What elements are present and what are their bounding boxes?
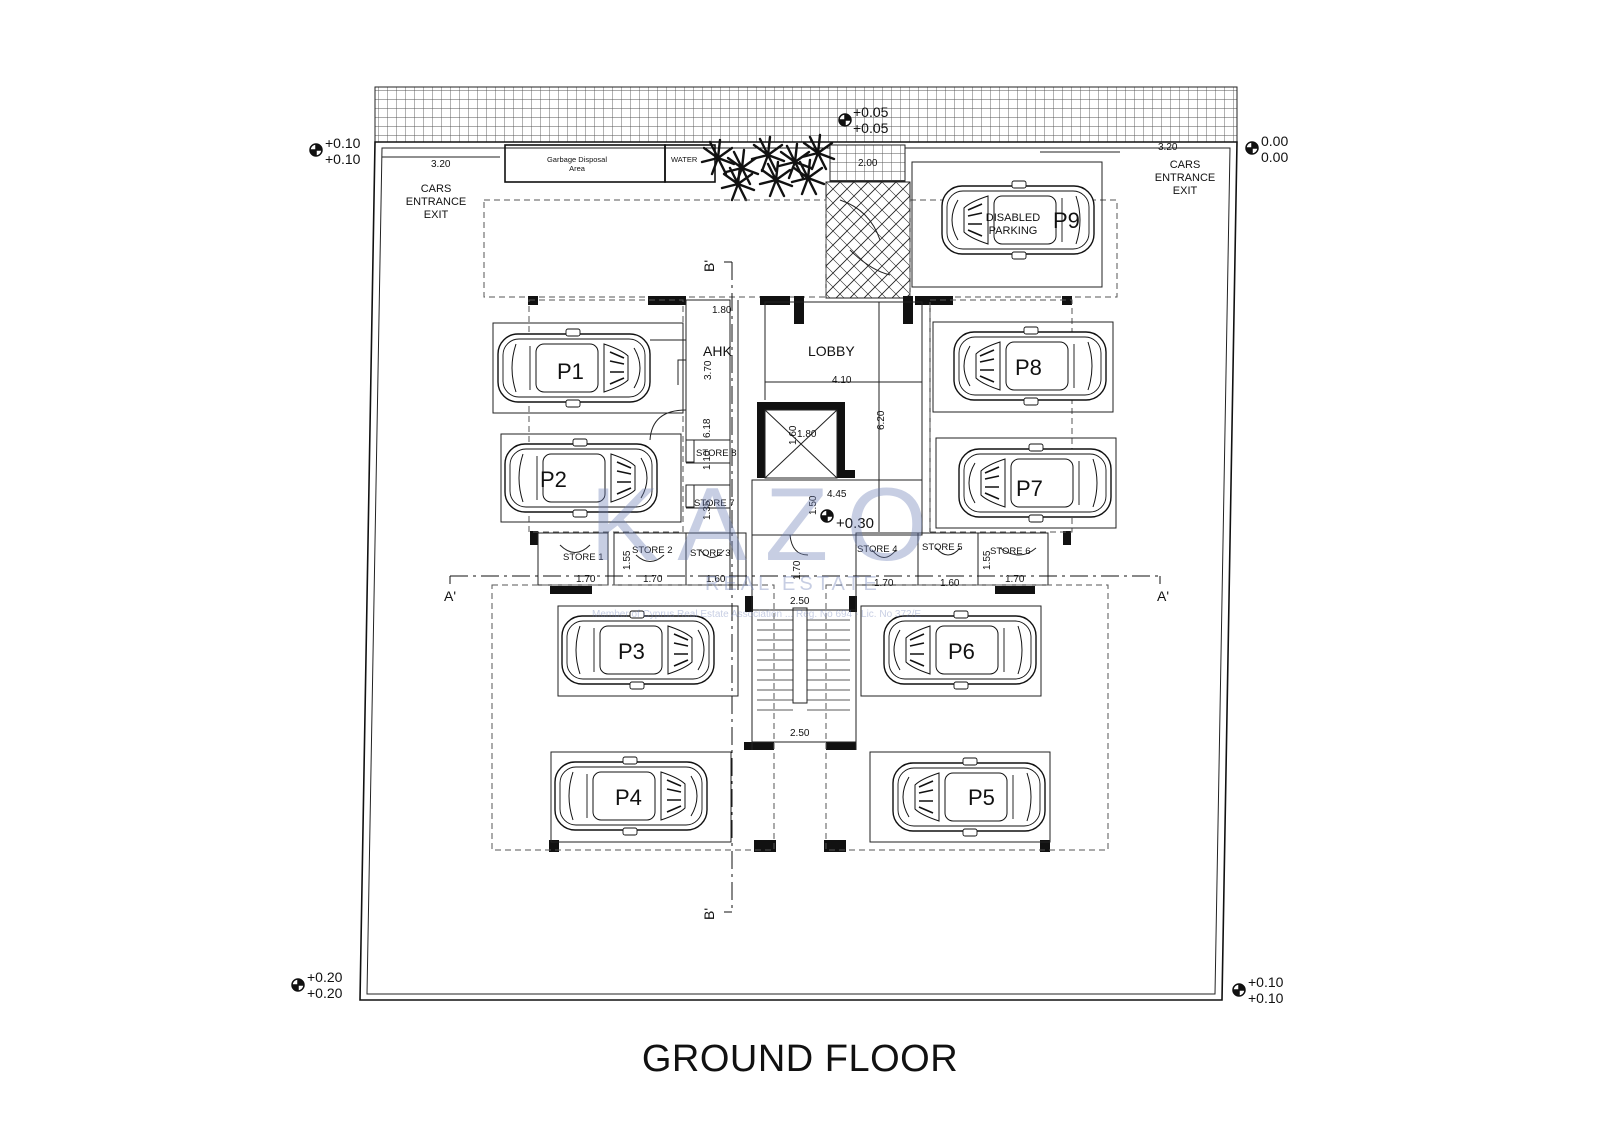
- store-label-3: STORE 3: [690, 548, 730, 559]
- section-b-top: B': [701, 260, 717, 272]
- p9-bay: [911, 161, 1103, 288]
- section-b-bottom: B': [701, 908, 717, 920]
- store-label-4: STORE 4: [857, 544, 897, 555]
- cars-entrance-left-1: CARS: [421, 183, 452, 195]
- parking-label-p9: P9: [1053, 208, 1080, 233]
- lift-shaft: [757, 402, 855, 479]
- dim-stair-h: 1.70: [792, 560, 803, 580]
- dim-lobby-depth: 6.20: [876, 410, 887, 430]
- dim-store8-h: 1.10: [702, 450, 713, 470]
- section-lines: [449, 261, 1161, 913]
- dim-store4-w: 1.70: [874, 578, 894, 589]
- dim-store7-h: 1.35: [702, 500, 713, 520]
- lower-slab-outline: [491, 584, 775, 851]
- level-lobby: +0.30: [836, 515, 874, 532]
- cars-entrance-right-3: EXIT: [1173, 185, 1198, 197]
- cars-entrance-right-2: ENTRANCE: [1155, 172, 1216, 184]
- store-label-2: STORE 2: [632, 545, 672, 556]
- store-label-7: STORE 7: [694, 498, 734, 509]
- parking-label-p3: P3: [618, 639, 645, 664]
- dim-store3-w: 1.60: [706, 574, 726, 585]
- dim-hall-width: 4.45: [827, 489, 847, 500]
- p8-bay: [932, 321, 1114, 413]
- level-bottom-right-1: +0.10: [1248, 974, 1284, 990]
- watermark-brand: KAZO: [590, 467, 945, 583]
- level-top-right-2: 0.00: [1261, 149, 1288, 165]
- disabled-label-1: DISABLED: [986, 212, 1040, 224]
- dim-entrance-left: 3.20: [431, 159, 451, 170]
- section-a-left: A': [444, 588, 456, 604]
- level-top-right-1: 0.00: [1261, 133, 1288, 149]
- dim-lobby-width: 4.10: [832, 375, 852, 386]
- parking-label-p4: P4: [615, 785, 642, 810]
- parking-label-p1: P1: [557, 359, 584, 384]
- level-top-mid-1: +0.05: [853, 104, 889, 120]
- level-top-left-2: +0.10: [325, 151, 361, 167]
- plan-title: GROUND FLOOR: [641, 1038, 959, 1080]
- level-bottom-right-2: +0.10: [1248, 990, 1284, 1006]
- ahk-label: AHK: [703, 343, 732, 359]
- columns: [528, 296, 1072, 852]
- dim-store2-w: 1.70: [643, 574, 663, 585]
- dim-corridor-len: 6.18: [702, 418, 713, 438]
- entrance-paving: [825, 181, 911, 299]
- store-label-1: STORE 1: [563, 552, 603, 563]
- level-marker-icon: [291, 113, 1259, 997]
- dim-ahk-width: 1.80: [712, 305, 732, 316]
- parking-label-p5: P5: [968, 785, 995, 810]
- lobby: [764, 301, 923, 383]
- cars-entrance-left-2: ENTRANCE: [406, 196, 467, 208]
- lobby-label: LOBBY: [808, 343, 855, 359]
- garbage-label-1: Garbage Disposal: [547, 155, 607, 164]
- dim-store5-w: 1.60: [940, 578, 960, 589]
- kazo-watermark: KAZO REAL ESTATE Member of Cyprus Real E…: [590, 467, 945, 620]
- upper-slab-outline: [483, 199, 827, 298]
- dim-stair-bottom: 2.50: [790, 728, 810, 739]
- cars-entrance-right-1: CARS: [1170, 159, 1201, 171]
- disabled-label-2: PARKING: [989, 225, 1038, 237]
- p4-bay: [550, 751, 732, 843]
- watermark-tagline: REAL ESTATE: [705, 573, 881, 595]
- level-top-mid-2: +0.05: [853, 120, 889, 136]
- store-label-6: STORE 6: [990, 546, 1030, 557]
- garbage-label-2: Area: [569, 164, 586, 173]
- plant-icon: [700, 133, 836, 202]
- level-top-left-1: +0.10: [325, 135, 361, 151]
- water-label: WATER: [671, 155, 698, 164]
- p3-bay: [557, 605, 739, 697]
- section-a-right: A': [1157, 588, 1169, 604]
- parking-label-p6: P6: [948, 639, 975, 664]
- dim-store-h-right: 1.55: [982, 550, 993, 570]
- p2-bay: [500, 433, 682, 523]
- p7-bay: [935, 437, 1117, 529]
- dim-lift-h: 1.60: [788, 425, 799, 445]
- parking-label-p8: P8: [1015, 355, 1042, 380]
- dim-lift-w: 1.80: [797, 429, 817, 440]
- store-label-8: STORE 8: [696, 448, 736, 459]
- plot-boundary: [359, 141, 1238, 1001]
- dim-top-ramp: 2.00: [858, 158, 878, 169]
- p1-bay: [492, 322, 684, 414]
- parking-label-p7: P7: [1016, 476, 1043, 501]
- store-label-5: STORE 5: [922, 542, 962, 553]
- dim-entrance-right: 3.20: [1158, 142, 1178, 153]
- hall: [751, 479, 923, 536]
- dim-store-h-left: 1.55: [622, 550, 633, 570]
- dim-stair-top: 2.50: [790, 596, 810, 607]
- level-bottom-left-1: +0.20: [307, 969, 343, 985]
- cars-entrance-left-3: EXIT: [424, 209, 449, 221]
- parking-label-p2: P2: [540, 467, 567, 492]
- dim-ahk-depth: 3.70: [703, 360, 714, 380]
- ramp-area: [829, 144, 906, 182]
- dim-store1-w: 1.70: [576, 574, 596, 585]
- hatched-strip: [374, 86, 1238, 143]
- staircase: [751, 607, 857, 743]
- watermark-member: Member of Cyprus Real Estate Association…: [592, 609, 921, 620]
- p5-bay: [869, 751, 1051, 843]
- dim-hall-depth: 1.50: [808, 495, 819, 515]
- level-bottom-left-2: +0.20: [307, 985, 343, 1001]
- dim-store6-w: 1.70: [1005, 574, 1025, 585]
- p6-bay: [860, 605, 1042, 697]
